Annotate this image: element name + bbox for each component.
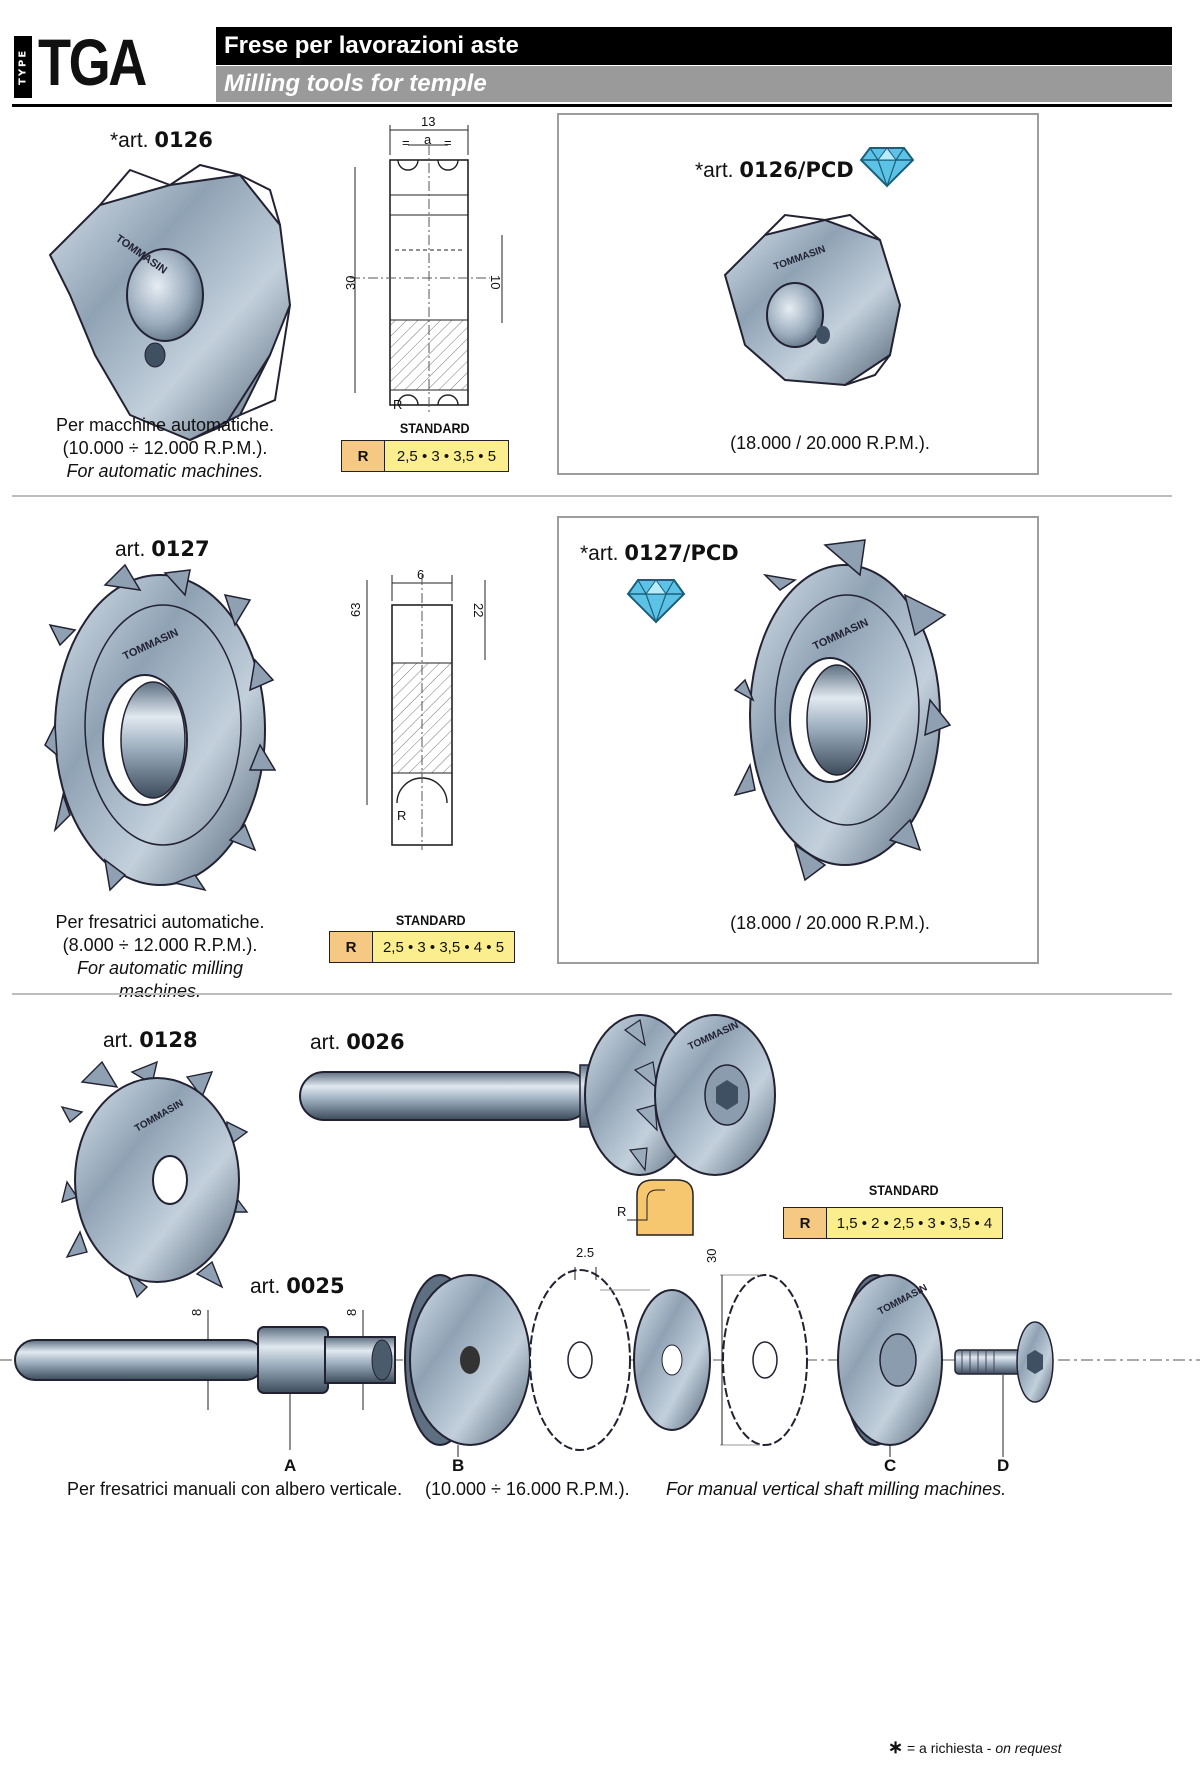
r-profile-icon: R <box>617 1179 694 1236</box>
cutter-0127-image: TOMMASIN <box>44 563 277 892</box>
dim-2-5: 2.5 <box>576 1245 594 1260</box>
r-key: R <box>784 1208 827 1238</box>
art-0127-pcd-label: *art. 0127/PCD <box>580 541 739 565</box>
dim-30-blade: 30 <box>704 1249 719 1263</box>
part-letter-d: D <box>997 1456 1010 1475</box>
dim-eq-right: = <box>444 135 452 150</box>
dim-30: 30 <box>343 276 358 290</box>
r-values: 2,5 • 3 • 3,5 • 4 • 5 <box>373 932 514 962</box>
dim-eq-left: = <box>402 135 410 150</box>
diamond-icon <box>859 147 915 188</box>
rpm-0126-pcd: (18.000 / 20.000 R.P.M.). <box>730 433 930 453</box>
section-separator-2 <box>12 993 1172 995</box>
cutter-0126-pcd-image: TOMMASIN <box>723 213 902 387</box>
art-0126-label: *art. 0126 <box>110 128 213 152</box>
r-values: 1,5 • 2 • 2,5 • 3 • 3,5 • 4 <box>827 1208 1002 1238</box>
profile-r-label: R <box>617 1204 626 1219</box>
cutter-0127-pcd-image: TOMMASIN <box>733 539 952 882</box>
arbor-0026-image: TOMMASIN <box>299 1014 776 1176</box>
r-key: R <box>342 441 385 471</box>
standard-label-0126: STANDARD <box>399 420 470 436</box>
dim-r-0127: R <box>397 808 406 823</box>
header-rule <box>12 104 1172 107</box>
art-0026-label: art. 0026 <box>310 1030 405 1054</box>
dim-10: 10 <box>488 275 503 289</box>
r-table-0127: R 2,5 • 3 • 3,5 • 4 • 5 <box>329 931 515 963</box>
dim-13: 13 <box>421 114 435 129</box>
diamond-icon <box>626 579 686 624</box>
title-english: Milling tools for temple <box>216 66 1172 102</box>
part-letter-c: C <box>884 1456 897 1475</box>
section-separator-1 <box>12 495 1172 497</box>
exploded-assembly-image: 8 8 2.5 30 TOMMASIN <box>0 1245 1200 1457</box>
dim-r-0126: R <box>393 397 402 412</box>
desc-0126: Per macchine automatiche. (10.000 ÷ 12.0… <box>55 415 275 481</box>
footnote: ∗ = a richiesta - on request <box>888 1737 1062 1757</box>
art-0025-label: art. 0025 <box>250 1274 345 1298</box>
art-0127-label: art. 0127 <box>115 537 210 561</box>
dim-8-shaft: 8 <box>189 1309 204 1316</box>
type-code: TGA <box>38 25 147 99</box>
desc-0025-rpm: (10.000 ÷ 16.000 R.P.M.). <box>425 1479 630 1499</box>
r-table-0026: R 1,5 • 2 • 2,5 • 3 • 3,5 • 4 <box>783 1207 1003 1239</box>
r-table-0126: R 2,5 • 3 • 3,5 • 5 <box>341 440 509 472</box>
drawing-0127: 6 63 22 R <box>348 567 486 850</box>
rpm-0127-pcd: (18.000 / 20.000 R.P.M.). <box>730 913 930 933</box>
dim-6: 6 <box>417 567 424 582</box>
desc-0127: Per fresatrici automatiche. (8.000 ÷ 12.… <box>55 912 265 1001</box>
standard-label-0127: STANDARD <box>395 912 466 928</box>
art-0128-label: art. 0128 <box>103 1028 198 1052</box>
art-0126-pcd-label: *art. 0126/PCD <box>695 158 854 182</box>
dim-63: 63 <box>348 603 363 617</box>
dim-22: 22 <box>471 603 486 617</box>
part-letter-a: A <box>284 1456 297 1475</box>
title-italian: Frese per lavorazioni aste <box>216 27 1172 65</box>
asterisk-icon: ∗ <box>888 1737 904 1757</box>
standard-label-0026: STANDARD <box>868 1182 939 1198</box>
dim-a: a <box>424 132 432 147</box>
cutter-0126-image: TOMMASIN <box>48 163 292 442</box>
desc-0025-en: For manual vertical shaft milling machin… <box>666 1479 1007 1499</box>
type-label: TYPE <box>14 36 32 98</box>
cutter-0128-image: TOMMASIN <box>60 1060 249 1299</box>
drawing-0126: 13 a = = 30 10 R <box>343 114 503 415</box>
part-letter-b: B <box>452 1456 465 1475</box>
r-key: R <box>330 932 373 962</box>
dim-8-thread: 8 <box>344 1309 359 1316</box>
desc-0025-it: Per fresatrici manuali con albero vertic… <box>67 1479 403 1499</box>
r-values: 2,5 • 3 • 3,5 • 5 <box>385 441 508 471</box>
